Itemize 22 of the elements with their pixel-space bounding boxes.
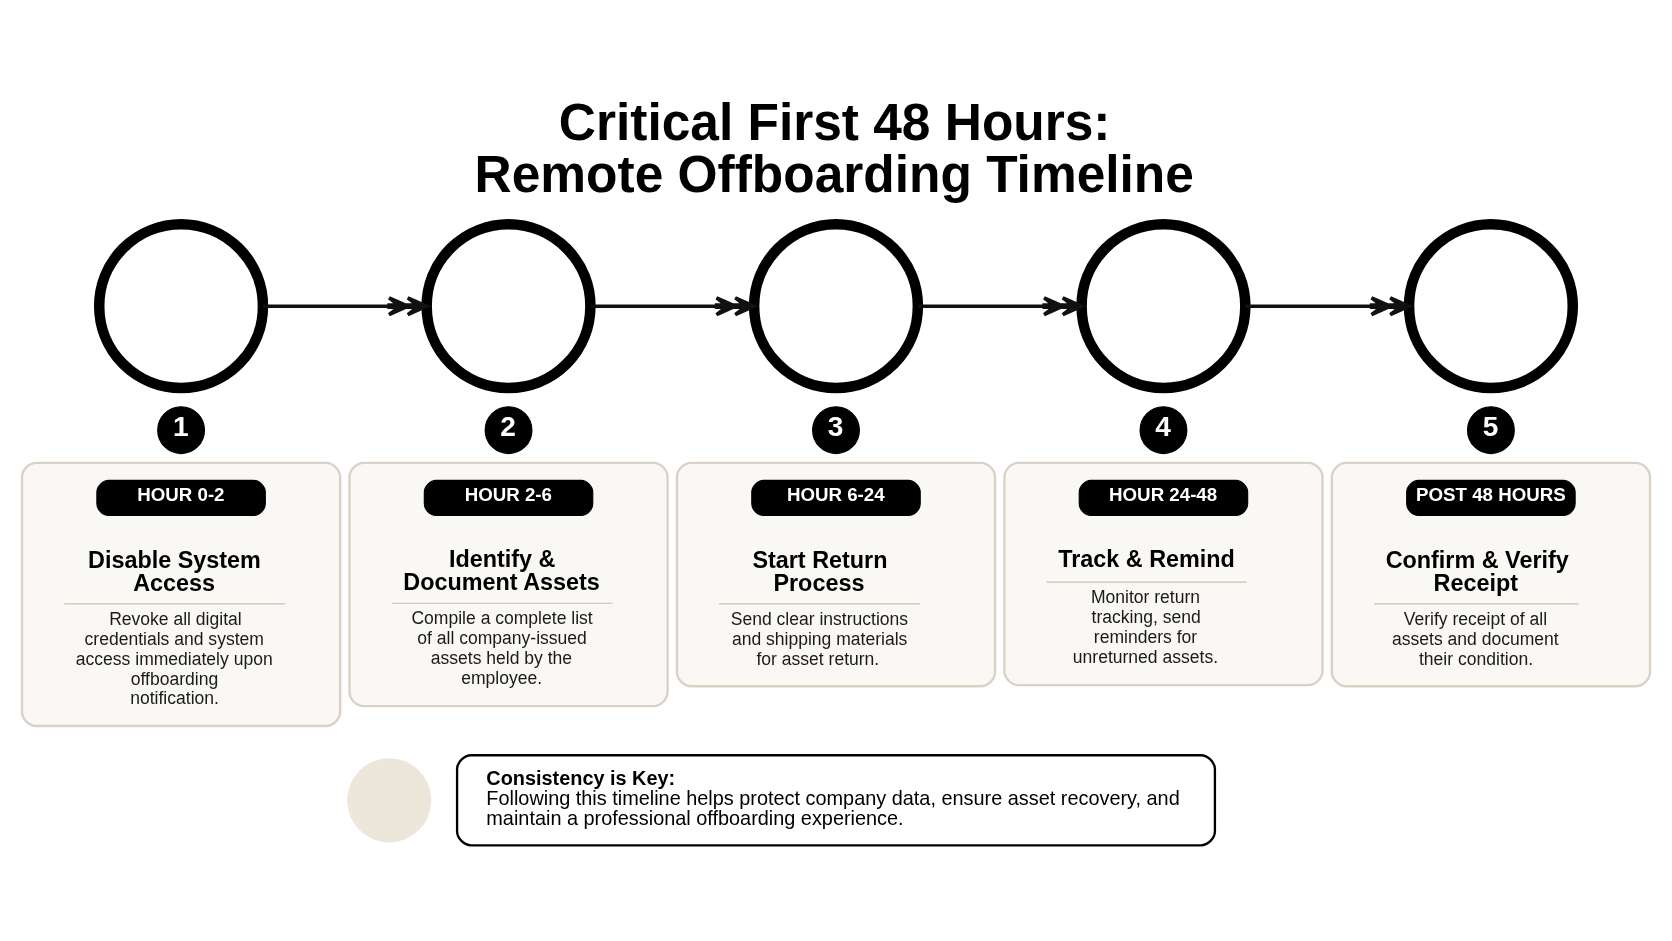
- diagram-title: Critical First 48 Hours: Remote Offboarding Timeline: [474, 93, 1194, 203]
- arrow: [590, 296, 756, 317]
- arrow: [1245, 296, 1411, 317]
- node-circle: 5: [1466, 406, 1515, 455]
- node-circle: 3: [812, 406, 860, 455]
- node-circle: 2: [484, 406, 533, 455]
- node-circle: [748, 219, 924, 394]
- node-circle: 4: [1139, 406, 1188, 455]
- node-circle: [421, 219, 596, 394]
- node-circle: [1076, 219, 1251, 394]
- node-circle: [347, 758, 432, 843]
- node-circle: [1403, 219, 1579, 394]
- arrow: [918, 296, 1084, 317]
- node-box: POST 48 HOURS: [1406, 479, 1576, 517]
- node-box: HOUR 24-48: [1078, 479, 1249, 517]
- node-box: HOUR 6-24: [751, 479, 921, 517]
- node-box: Consistency is Key: Following this timeline helps protect company data, ensure asset recovery, and maintain a professional offboarding experience.: [455, 754, 1217, 847]
- node-box: HOUR 2-6: [423, 479, 594, 517]
- node-box: HOUR 0-2: [96, 479, 266, 517]
- node-circle: 1: [157, 406, 206, 455]
- node-circle: [93, 219, 269, 394]
- arrow: [262, 296, 429, 317]
